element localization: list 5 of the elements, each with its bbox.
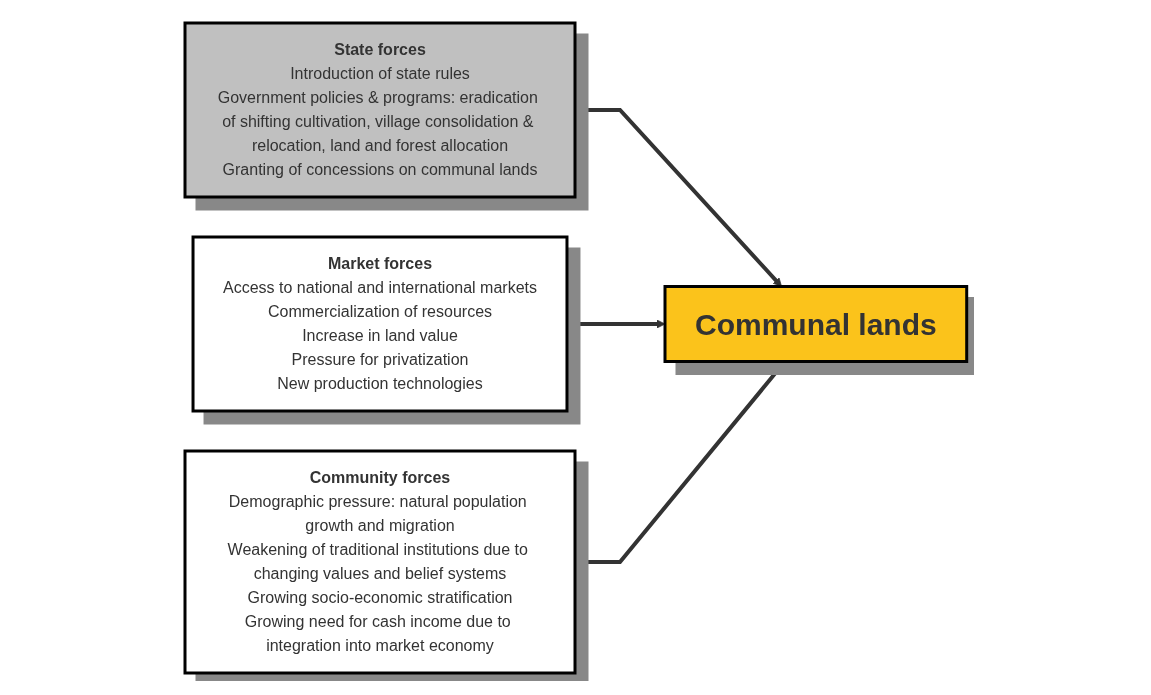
node-box: Communal lands — [663, 284, 968, 363]
arrow — [574, 107, 782, 287]
node-box: Market forces Access to national and international markets Commercialization of resources Increase in land value Pressure for privatization New production technologies — [191, 235, 569, 412]
node-box: Community forces Demographic pressure: natural population growth and migration Weakening of traditional institutions due to changing values and belief systems Growing socio-economic stratification Growing need for cash income due to integration into market economy — [183, 449, 577, 674]
node-box: State forces Introduction of state rules Government policies & programs: eradication of shifting cultivation, village consolidation & relocation, land and forest allocation Granting of concessions on communal lands — [183, 21, 577, 198]
